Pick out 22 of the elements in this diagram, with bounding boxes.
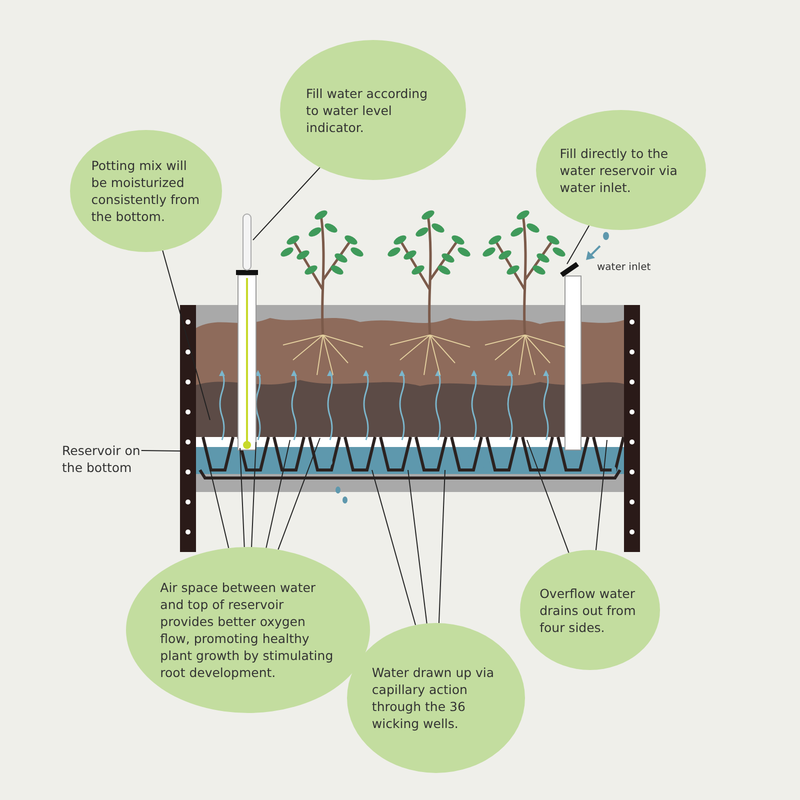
leader-line <box>408 470 428 624</box>
leader-line <box>526 440 570 554</box>
leader-line <box>266 440 290 548</box>
part-label: water inlet <box>597 262 651 273</box>
leader-line <box>278 438 320 550</box>
callout-text: Reservoir on the bottom <box>62 442 162 482</box>
leader-line <box>252 166 320 240</box>
callout-text: Fill directly to the water reservoir via water inlet. <box>560 144 678 196</box>
leader-line <box>240 448 245 548</box>
leader-line <box>566 225 590 264</box>
leader-line <box>595 440 608 551</box>
callout-text: Water drawn up via capillary action through the 36 wicking wells. <box>372 664 496 732</box>
callout-text: Fill water according to water level indicator. <box>306 84 429 136</box>
leader-line <box>251 442 256 548</box>
callout-text: Overflow water drains out from four sides. <box>540 584 637 636</box>
callout-text: Air space between water and top of reservoir provides better oxygen flow, promoting healthy plant growth by stimulating root development. <box>160 579 334 681</box>
leader-line <box>140 450 180 452</box>
leader-line <box>204 448 230 549</box>
callout-text: Potting mix will be moisturized consistently from the bottom. <box>91 157 201 225</box>
leader-line <box>438 470 446 624</box>
leader-line <box>372 470 416 626</box>
leader-line <box>162 250 210 420</box>
